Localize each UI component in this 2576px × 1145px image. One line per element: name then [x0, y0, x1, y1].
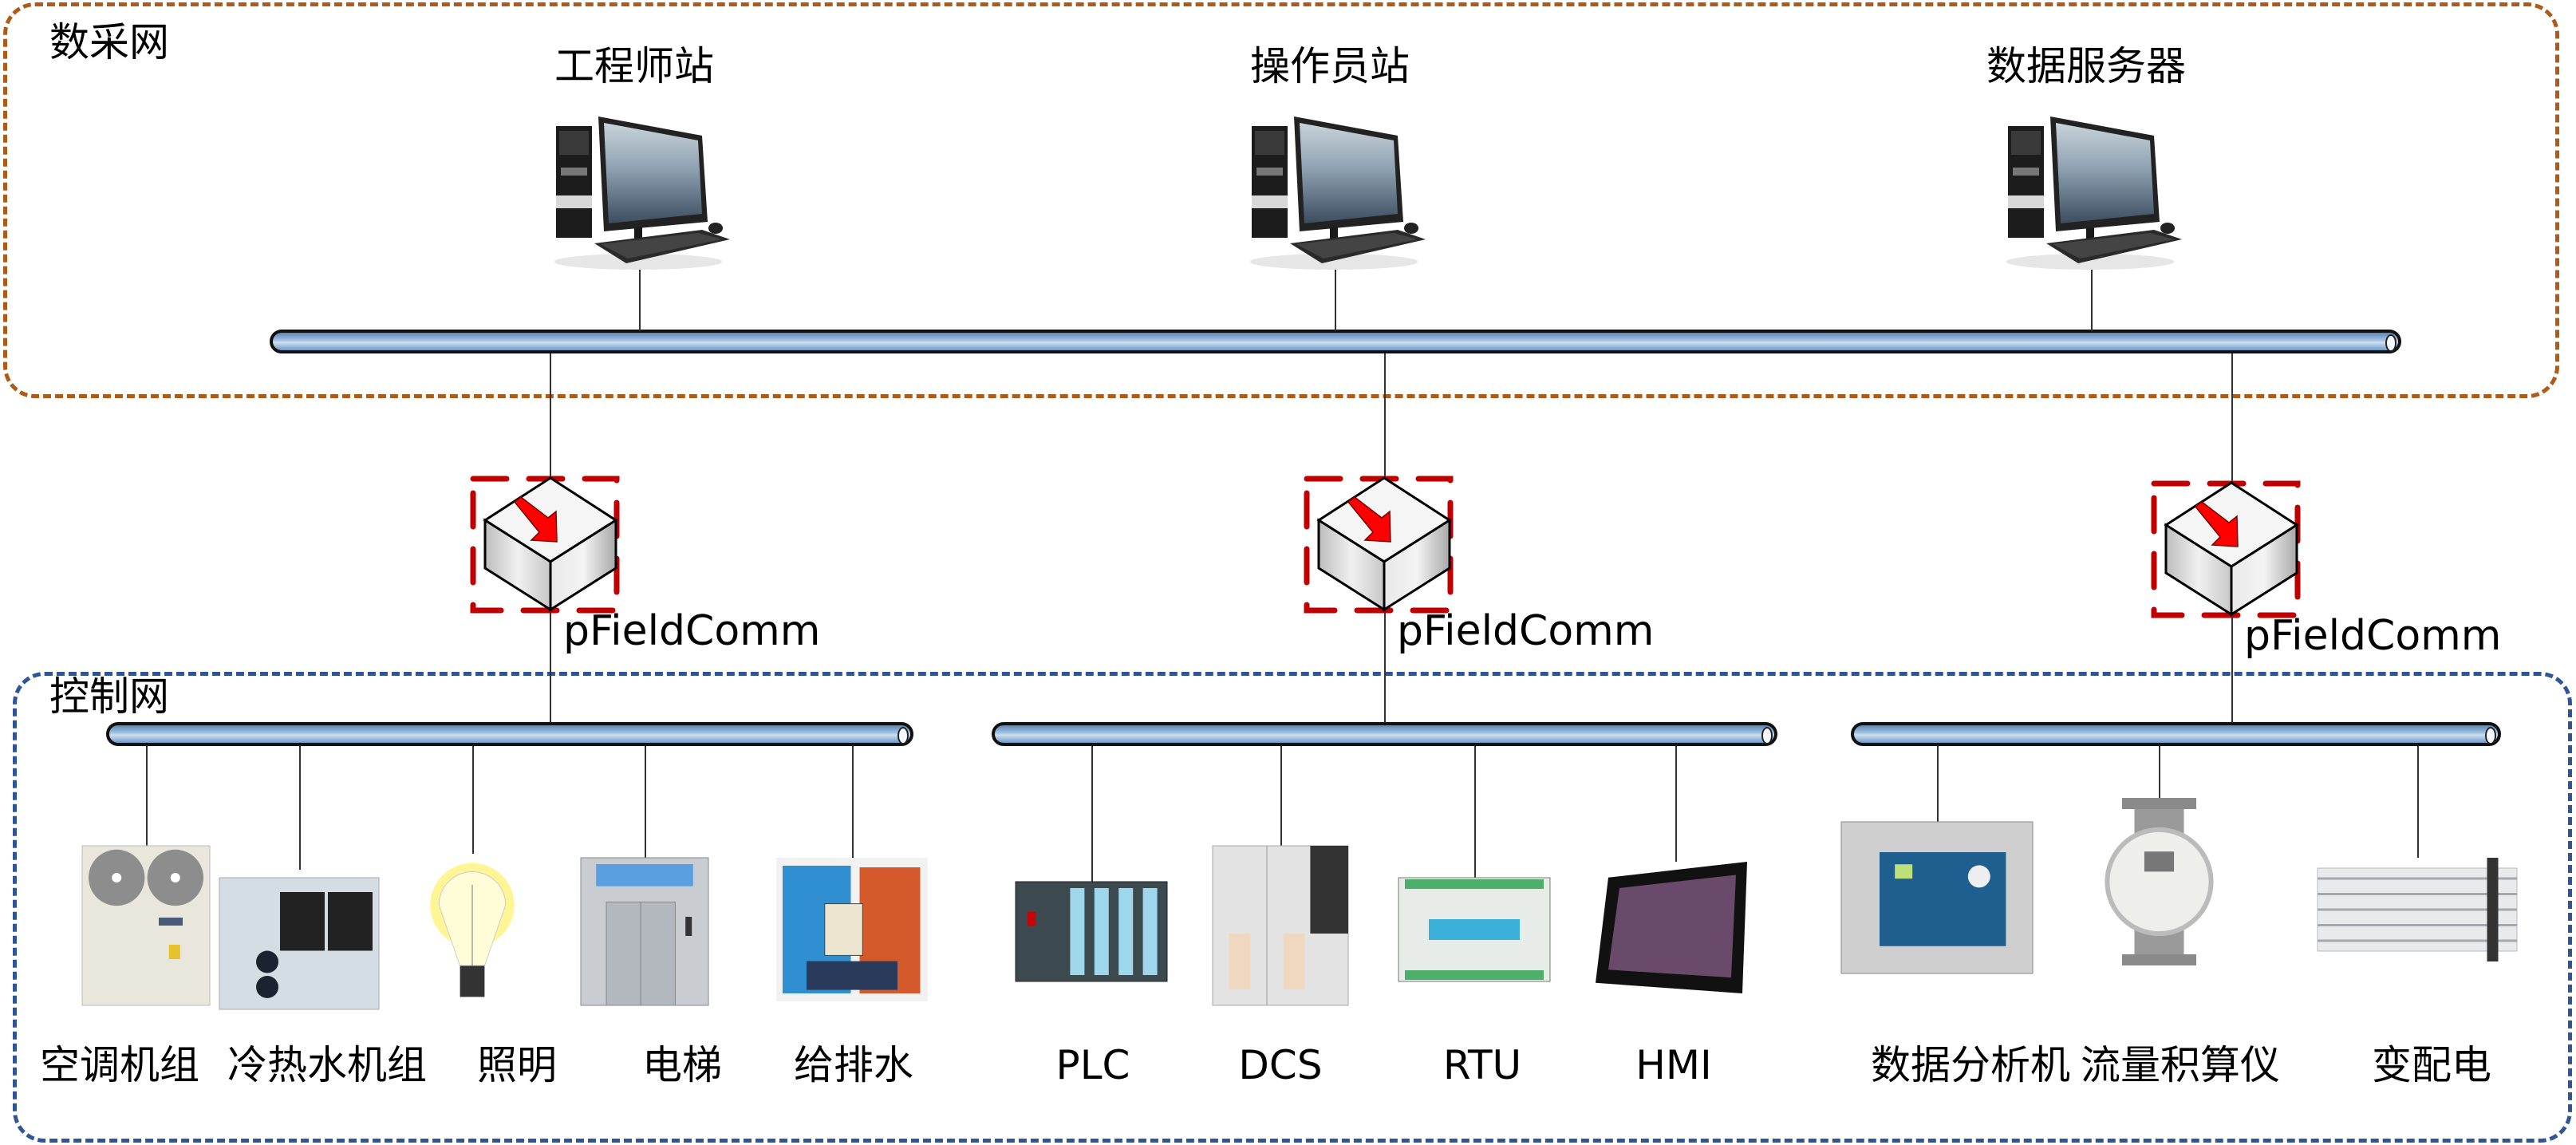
desktop-computer-icon[interactable] [1234, 112, 1434, 271]
hmi-tablet-icon[interactable] [1596, 862, 1755, 993]
device-wire [2417, 746, 2419, 858]
elevator-icon[interactable] [580, 857, 709, 1006]
desktop-computer-icon[interactable] [1990, 112, 2190, 271]
dcs-cabinet-icon[interactable] [1212, 845, 1349, 1006]
workstation-label: 工程师站 [554, 43, 714, 89]
chiller-unit-icon[interactable] [219, 870, 380, 1010]
device-wire [472, 746, 474, 854]
device-label: 冷热水机组 [227, 1042, 427, 1088]
gateway-label: pFieldComm [1397, 607, 1655, 655]
device-wire [1675, 746, 1677, 862]
device-wire [645, 746, 646, 858]
plc-rack-icon[interactable] [1015, 881, 1168, 982]
device-label: 照明 [477, 1042, 557, 1088]
workstation-label: 数据服务器 [1986, 43, 2186, 89]
device-wire [1937, 746, 1939, 822]
arrow-icon [1347, 496, 1391, 543]
air-conditioner-unit-icon[interactable] [81, 845, 211, 1006]
rtu-module-icon[interactable] [1398, 877, 1551, 982]
control-bus-1 [106, 722, 913, 746]
device-label: 给排水 [794, 1042, 913, 1088]
data-network-zone [3, 2, 2559, 398]
device-wire [2159, 746, 2160, 798]
light-bulb-icon[interactable] [428, 854, 516, 1009]
gateway-label: pFieldComm [2244, 612, 2502, 660]
workstation-label: 操作员站 [1250, 43, 1410, 89]
device-wire [1091, 746, 1093, 882]
device-wire [146, 746, 148, 846]
gateway-switch-icon[interactable] [470, 476, 630, 616]
device-label: DCS [1238, 1042, 1323, 1088]
device-wire [1280, 746, 1282, 846]
arrow-icon [2194, 501, 2239, 547]
gateway-label: pFieldComm [563, 607, 821, 655]
device-wire [852, 746, 854, 858]
device-wire [1474, 746, 1476, 878]
arrow-icon [513, 496, 558, 543]
device-label: 变配电 [2372, 1042, 2491, 1088]
power-distribution-icon[interactable] [2317, 858, 2518, 961]
device-wire [299, 746, 301, 870]
device-label: HMI [1635, 1042, 1712, 1088]
data-network-bus [270, 330, 2401, 353]
gateway-switch-icon[interactable] [2151, 480, 2311, 621]
device-label: 数据分析机 [1871, 1042, 2070, 1088]
flow-totalizer-icon[interactable] [2097, 798, 2221, 965]
control-bus-3 [1851, 722, 2501, 746]
gateway-switch-icon[interactable] [1304, 476, 1464, 616]
device-label: RTU [1442, 1042, 1522, 1088]
data-network-label: 数采网 [49, 19, 169, 65]
data-analyzer-icon[interactable] [1840, 821, 2034, 974]
water-pump-station-icon[interactable] [776, 858, 928, 1001]
device-label: 电梯 [642, 1042, 722, 1088]
device-label: 空调机组 [40, 1042, 199, 1088]
desktop-computer-icon[interactable] [538, 112, 738, 271]
device-label: PLC [1055, 1042, 1130, 1088]
control-network-label: 控制网 [49, 673, 169, 720]
device-label: 流量积算仪 [2081, 1042, 2280, 1088]
control-network-zone [13, 672, 2572, 1143]
control-bus-2 [992, 722, 1777, 746]
